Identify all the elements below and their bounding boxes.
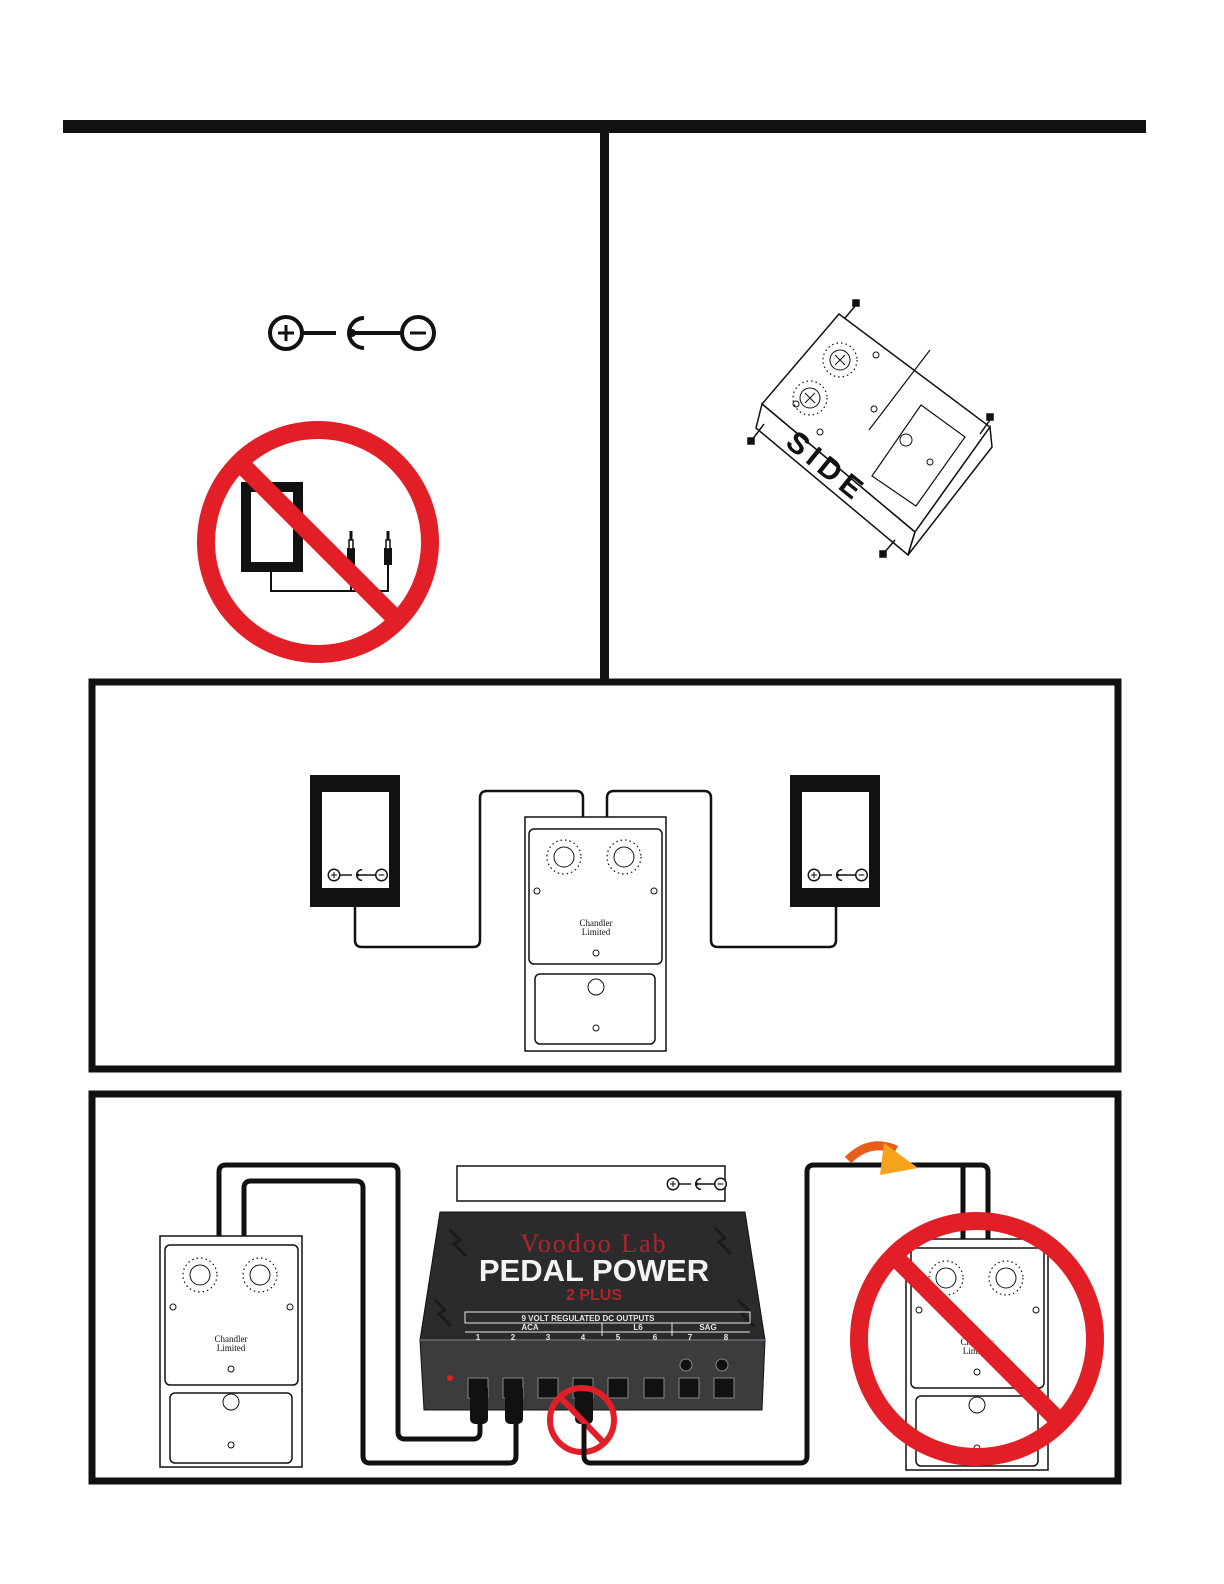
- vertical-divider: [600, 130, 609, 684]
- prohibited-adapter-icon: [206, 430, 430, 654]
- jack-number: 3: [546, 1333, 551, 1342]
- adapter-left: [310, 775, 400, 907]
- supply-title: PEDAL POWER: [479, 1253, 709, 1288]
- curved-arrow-icon: [848, 1143, 918, 1175]
- power-strip-label-bar: [457, 1166, 726, 1201]
- group-l6: L6: [633, 1323, 643, 1332]
- pedal-brand-line2: Limited: [582, 927, 611, 937]
- polarity-symbol-icon: [270, 317, 434, 349]
- adapter-right: [790, 775, 880, 907]
- supply-subtitle: 2 PLUS: [566, 1287, 622, 1304]
- chandler-pedal-bottom-left: Chandler Limited: [160, 1236, 302, 1467]
- group-sag: SAG: [699, 1323, 716, 1332]
- jack-number: 1: [476, 1333, 481, 1342]
- pedal-brand-line2: Limited: [217, 1343, 246, 1353]
- jack-number: 6: [653, 1333, 658, 1342]
- jack-number: 4: [581, 1333, 586, 1342]
- jack-number: 7: [688, 1333, 693, 1342]
- jack-number: 8: [724, 1333, 729, 1342]
- chandler-pedal-bottom-right: Chandler Limited: [906, 1239, 1048, 1470]
- jack-number: 2: [511, 1333, 516, 1342]
- chandler-pedal-middle: Chandler Limited: [525, 817, 666, 1051]
- supply-outputs-label: 9 VOLT REGULATED DC OUTPUTS: [521, 1314, 655, 1323]
- jack-number: 5: [616, 1333, 621, 1342]
- group-aca: ACA: [521, 1323, 539, 1332]
- pedal-side-view: SIDE: [748, 300, 993, 557]
